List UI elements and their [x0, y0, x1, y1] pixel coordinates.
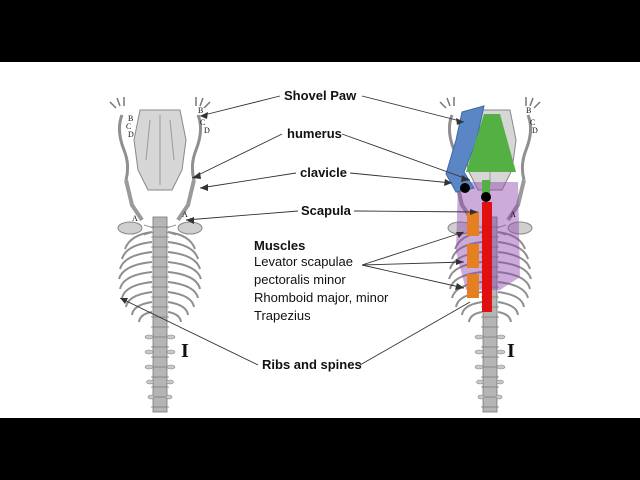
plate-numeral-right: I	[507, 340, 515, 362]
label-ribs-and-spines: Ribs and spines	[262, 357, 362, 372]
muscle-block-3	[467, 274, 479, 298]
label-scapula: Scapula	[301, 203, 351, 218]
slide: B B C D C D A A B C D A I I Shovel Paw h…	[0, 62, 640, 418]
scapula-highlight	[482, 202, 492, 312]
humerus-highlight	[466, 114, 516, 172]
arrowheads	[120, 112, 478, 304]
letter-b-left: B	[198, 106, 204, 115]
label-humerus: humerus	[287, 126, 342, 141]
muscle-block-2	[467, 244, 479, 268]
muscles-heading: Muscles	[254, 238, 306, 253]
skeleton-diagram	[108, 95, 542, 413]
muscle-pectoralis-minor: pectoralis minor	[254, 272, 346, 287]
left-skeleton	[108, 95, 212, 413]
muscle-trapezius: Trapezius	[254, 308, 311, 323]
letter-c-left: C	[126, 122, 132, 131]
muscle-rhomboid: Rhomboid major, minor	[254, 290, 389, 305]
letter-a-left: A	[132, 214, 138, 223]
letter-d-right: D	[532, 126, 538, 135]
letter-b-right: B	[526, 106, 532, 115]
label-clavicle: clavicle	[300, 165, 347, 180]
label-shovel-paw: Shovel Paw	[284, 88, 357, 103]
joint-dot-right	[481, 192, 491, 202]
letter-d-left2: D	[204, 126, 210, 135]
muscles-block: Muscles Levator scapulae pectoralis mino…	[254, 238, 388, 325]
muscle-levator-scapulae: Levator scapulae	[254, 254, 354, 269]
joint-dot-left	[460, 183, 470, 193]
clavicle-highlight	[482, 180, 490, 200]
letter-c-right: C	[530, 118, 536, 127]
leader-lines	[119, 95, 479, 366]
muscle-block-1	[467, 212, 479, 236]
shovel-paw-highlight	[445, 105, 485, 193]
letter-b-left2: B	[128, 114, 134, 123]
plate-numeral-left: I	[181, 340, 189, 362]
letter-a-left2: A	[182, 210, 188, 219]
letter-a-right: A	[510, 210, 516, 219]
letter-c-left2: C	[200, 118, 206, 127]
letter-d-left: D	[128, 130, 134, 139]
